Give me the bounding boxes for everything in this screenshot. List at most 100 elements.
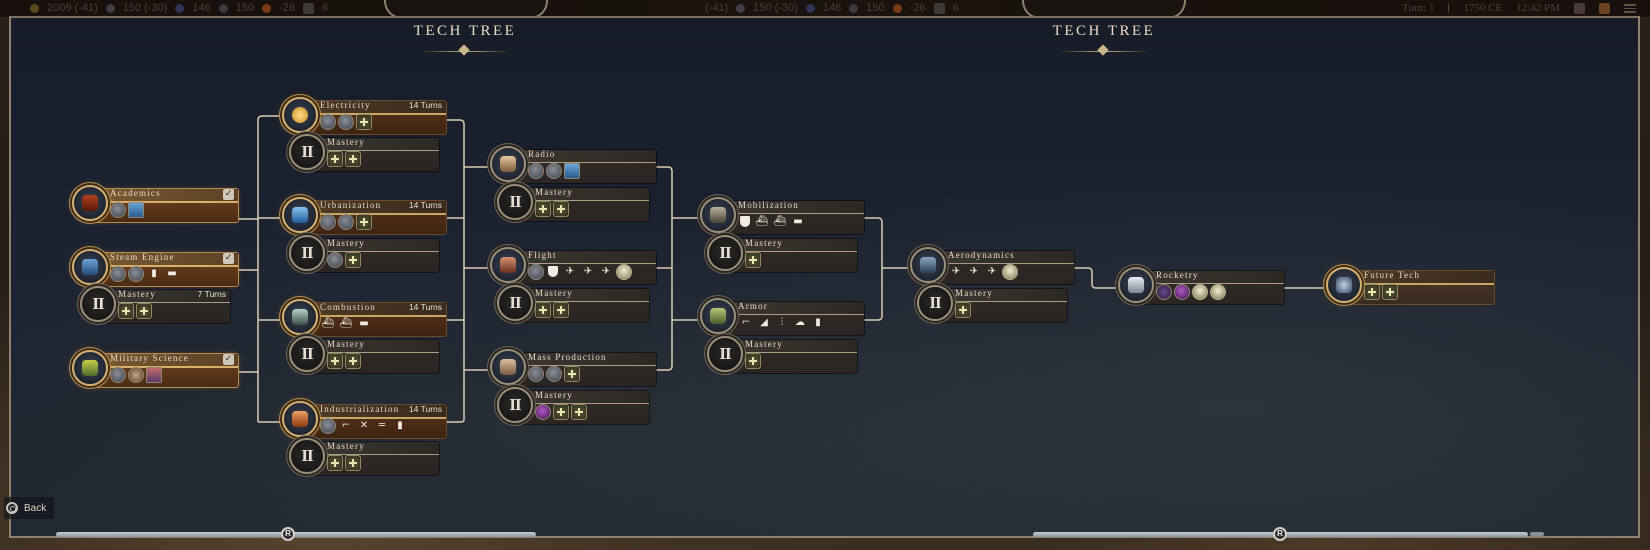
plus-bonus-icon[interactable] — [553, 302, 569, 318]
back-button[interactable]: Back — [4, 497, 55, 519]
gun-unit-icon[interactable]: ═ — [378, 420, 386, 431]
plus-bonus-icon[interactable] — [745, 252, 761, 268]
plus-bonus-icon[interactable] — [345, 252, 361, 268]
tech-node-combustion[interactable]: Combustion 14 Turns ⛴ ⛴ ▬ — [282, 299, 446, 338]
hamburger-menu-icon[interactable] — [1624, 3, 1636, 13]
tech-node-radio[interactable]: Radio — [490, 146, 656, 185]
train-unit-icon[interactable]: ▮ — [151, 268, 157, 279]
ship-unit-icon[interactable]: ⛴ — [773, 216, 787, 227]
building-icon[interactable] — [528, 163, 544, 179]
building-icon[interactable] — [128, 367, 144, 383]
artillery-unit-icon[interactable]: ⌐ — [741, 317, 751, 328]
building-icon[interactable] — [320, 418, 336, 434]
building-icon[interactable] — [327, 252, 343, 268]
tech-node-mobilization[interactable]: Mobilization ⛴ ⛴ ▬ — [700, 197, 864, 236]
ship-unit-icon[interactable]: ⛴ — [339, 318, 353, 329]
mastery-node-flight[interactable]: Mastery II — [497, 285, 649, 324]
mastery-node-combustion[interactable]: Mastery II — [289, 336, 439, 375]
plus-bonus-icon[interactable] — [955, 302, 971, 318]
plane-unit-icon[interactable]: ✈ — [601, 266, 611, 277]
building-icon[interactable] — [546, 366, 562, 382]
mastery-node-mobilization[interactable]: Mastery II — [707, 235, 857, 274]
mastery-node-mass-production[interactable]: Mastery II — [497, 387, 649, 426]
plane-unit-icon[interactable]: ✈ — [565, 266, 575, 277]
tech-node-academics[interactable]: Academics ✓ — [72, 185, 238, 224]
bomb-unit-icon[interactable]: ▮ — [397, 420, 403, 431]
tech-node-future-tech[interactable]: Future Tech — [1326, 267, 1494, 306]
building-icon[interactable] — [128, 266, 144, 282]
tech-node-flight[interactable]: Flight ✈ ✈ ✈ — [490, 247, 656, 286]
plus-bonus-icon[interactable] — [564, 366, 580, 382]
building-icon[interactable] — [110, 266, 126, 282]
rocket-unit-icon[interactable]: ⫶ — [780, 317, 784, 328]
scroll-thumb[interactable]: R — [281, 527, 295, 541]
building-icon[interactable] — [320, 214, 336, 230]
plus-bonus-icon[interactable] — [327, 353, 343, 369]
plus-bonus-icon[interactable] — [345, 151, 361, 167]
plus-bonus-icon[interactable] — [356, 214, 372, 230]
building-icon[interactable] — [110, 202, 126, 218]
building-icon[interactable] — [528, 264, 544, 280]
tank-unit-icon[interactable]: ▬ — [359, 318, 369, 329]
building-icon[interactable] — [110, 367, 126, 383]
plane-unit-icon[interactable]: ✈ — [969, 266, 979, 277]
plus-bonus-icon[interactable] — [136, 303, 152, 319]
scroll-thumb[interactable]: R — [1273, 527, 1287, 541]
plus-bonus-icon[interactable] — [327, 455, 343, 471]
plus-bonus-icon[interactable] — [345, 455, 361, 471]
mortar-unit-icon[interactable]: ✕ — [359, 420, 369, 431]
plus-bonus-icon[interactable] — [535, 302, 551, 318]
bomb-unit-icon[interactable]: ▮ — [815, 317, 821, 328]
tech-node-aerodynamics[interactable]: Aerodynamics ✈ ✈ ✈ — [910, 247, 1074, 286]
ship-unit-icon[interactable]: ▬ — [793, 216, 803, 227]
ship-unit-icon[interactable]: ⛴ — [321, 318, 335, 329]
lightbulb-icon[interactable] — [616, 264, 632, 280]
building-icon[interactable] — [528, 366, 544, 382]
mastery-node-urbanization[interactable]: Mastery II — [289, 235, 439, 274]
lightbulb-icon[interactable] — [1192, 284, 1208, 300]
lightbulb-icon[interactable] — [1002, 264, 1018, 280]
wonder-icon[interactable] — [146, 367, 162, 383]
horizontal-scrollbar[interactable] — [56, 532, 536, 537]
wonder-icon[interactable] — [564, 163, 580, 179]
wonder-icon[interactable] — [128, 202, 144, 218]
resource-icon[interactable] — [1174, 284, 1190, 300]
building-icon[interactable] — [546, 163, 562, 179]
building-icon[interactable] — [338, 114, 354, 130]
mastery-node-electricity[interactable]: Mastery II — [289, 134, 439, 173]
plus-bonus-icon[interactable] — [356, 114, 372, 130]
tech-node-rocketry[interactable]: Rocketry — [1118, 267, 1284, 306]
plane-unit-icon[interactable]: ✈ — [987, 266, 997, 277]
artillery-unit-icon[interactable]: ◢ — [760, 317, 768, 328]
plus-bonus-icon[interactable] — [535, 201, 551, 217]
plane-unit-icon[interactable]: ✈ — [951, 266, 961, 277]
shield-icon[interactable] — [546, 264, 560, 280]
mastery-node-aerodynamics[interactable]: Mastery II — [917, 285, 1067, 324]
plus-bonus-icon[interactable] — [345, 353, 361, 369]
civ-icon[interactable] — [1599, 2, 1610, 14]
plus-bonus-icon[interactable] — [745, 353, 761, 369]
mastery-node-radio[interactable]: Mastery II — [497, 184, 649, 223]
tech-node-mass-production[interactable]: Mass Production — [490, 349, 656, 388]
artillery-unit-icon[interactable]: ⌐ — [341, 420, 351, 431]
tech-node-armor[interactable]: Armor ⌐ ◢ ⫶ ☁ ▮ — [700, 298, 864, 337]
plus-bonus-icon[interactable] — [571, 404, 587, 420]
plus-bonus-icon[interactable] — [118, 303, 134, 319]
plus-bonus-icon[interactable] — [327, 151, 343, 167]
ship-unit-icon[interactable]: ⛴ — [755, 216, 769, 227]
tech-node-urbanization[interactable]: Urbanization 14 Turns — [282, 197, 446, 236]
resource-icon[interactable] — [1156, 284, 1172, 300]
building-icon[interactable] — [338, 214, 354, 230]
plane-unit-icon[interactable]: ✈ — [583, 266, 593, 277]
tech-node-military-science[interactable]: Military Science ✓ — [72, 350, 238, 389]
mastery-node-industrialization[interactable]: Mastery II — [289, 438, 439, 477]
plus-bonus-icon[interactable] — [1382, 284, 1398, 300]
tech-node-steam-engine[interactable]: Steam Engine ✓ ▮ ▬ — [72, 249, 238, 288]
shield-icon[interactable] — [738, 214, 752, 230]
leader-icon[interactable] — [1574, 2, 1585, 14]
plus-bonus-icon[interactable] — [553, 404, 569, 420]
tech-node-industrialization[interactable]: Industrialization 14 Turns ⌐ ✕ ═ ▮ — [282, 401, 446, 440]
tech-node-electricity[interactable]: Electricity 14 Turns — [282, 97, 446, 136]
plus-bonus-icon[interactable] — [553, 201, 569, 217]
mastery-node-armor[interactable]: Mastery II — [707, 336, 857, 375]
